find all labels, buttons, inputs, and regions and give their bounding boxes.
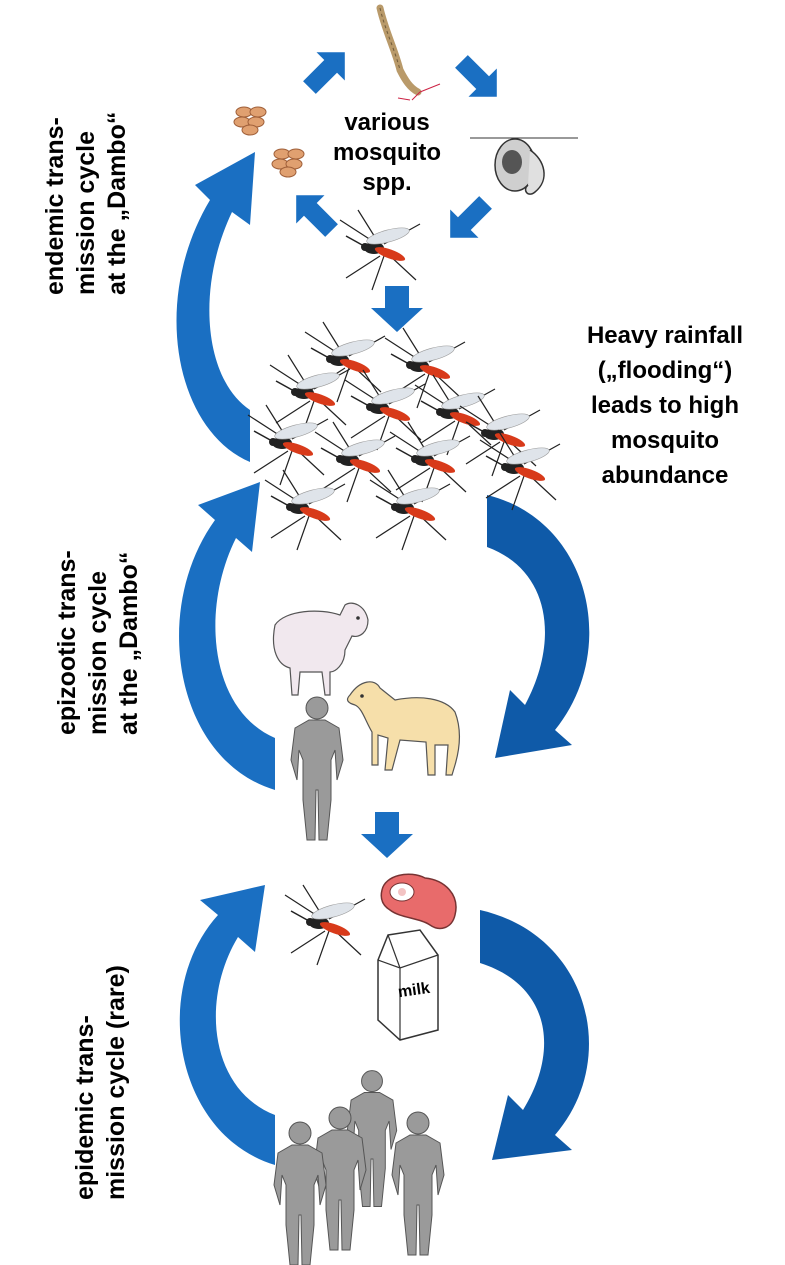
rainfall-note-line: Heavy rainfall	[586, 322, 744, 349]
epizootic-label: epizootic trans- mission cycle at the „D…	[52, 550, 145, 735]
center-label-line: various	[344, 109, 430, 136]
rainfall-note-line: abundance	[601, 462, 729, 489]
rainfall-note: Heavy rainfall („flooding“) leads to hig…	[565, 318, 765, 493]
mosquito-icon	[284, 884, 366, 966]
epizootic-label-line: epizootic trans-	[53, 550, 81, 735]
egg-cluster-icon	[271, 148, 305, 178]
arrow-to-larva	[303, 52, 345, 94]
larva-icon	[376, 4, 441, 101]
epizootic-left-arrow	[179, 482, 275, 790]
human-icon	[290, 696, 344, 841]
epidemic-label: epidemic trans- mission cycle (rare)	[70, 965, 132, 1200]
mosquito-species-label: various mosquito spp.	[322, 108, 452, 198]
lamb-icon	[272, 602, 369, 696]
epidemic-label-line: mission cycle (rare)	[102, 965, 130, 1200]
rainfall-note-line: mosquito	[611, 427, 719, 454]
mosquito-icon	[369, 469, 451, 551]
arrow-to-adult	[450, 196, 492, 238]
pupa-icon	[470, 137, 578, 195]
endemic-label-line: mission cycle	[72, 131, 100, 295]
mosquito-icon	[304, 321, 386, 403]
epidemic-right-arrow	[480, 910, 589, 1160]
epidemic-left-arrow	[179, 885, 275, 1165]
rainfall-note-line: leads to high	[590, 392, 739, 419]
epizootic-label-line: mission cycle	[84, 571, 112, 735]
endemic-cycle-arrow	[176, 152, 255, 462]
mosquito-icon	[339, 209, 421, 291]
top-small-arrows	[296, 52, 497, 238]
endemic-label-line: endemic trans-	[41, 117, 69, 295]
meat-icon	[380, 873, 457, 930]
mosquito-icon	[247, 404, 329, 486]
arrow-to-eggs	[296, 195, 338, 237]
human-icon	[391, 1111, 445, 1256]
down-arrow-2	[361, 812, 413, 858]
egg-cluster-icon	[233, 106, 267, 136]
epizootic-label-line: at the „Dambo“	[115, 551, 143, 735]
milk-carton-icon	[377, 929, 439, 1041]
big-curved-arrows	[176, 152, 590, 1165]
epizootic-right-arrow	[487, 495, 590, 758]
rainfall-note-line: („flooding“)	[597, 357, 733, 384]
endemic-label-line: at the „Dambo“	[103, 111, 131, 295]
epidemic-label-line: epidemic trans-	[71, 1015, 99, 1200]
center-label-line: spp.	[362, 169, 412, 196]
endemic-label: endemic trans- mission cycle at the „Dam…	[40, 112, 133, 295]
calf-icon	[346, 681, 461, 776]
center-label-line: mosquito	[333, 139, 441, 166]
arrow-to-pupa	[455, 55, 497, 97]
human-crowd	[273, 1070, 445, 1265]
down-arrow-1	[371, 286, 423, 332]
